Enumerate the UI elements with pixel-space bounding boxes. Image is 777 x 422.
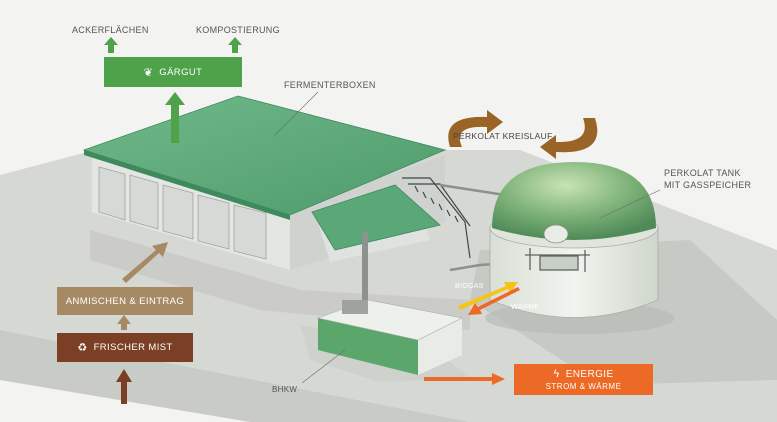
hall-roof-eave	[84, 150, 290, 220]
bhkw-front	[318, 318, 418, 375]
box-frischer-mist: ♻ FRISCHER MIST	[57, 333, 193, 362]
box-gaergut-label: GÄRGUT	[159, 66, 203, 78]
label-perkolat-tank-line1: PERKOLAT TANK	[664, 168, 741, 178]
box-energie-title: ENERGIE	[565, 368, 614, 380]
arrow-up-from-hall	[165, 92, 185, 143]
stairs	[402, 177, 471, 259]
box-anmischen-label: ANMISCHEN & EINTRAG	[65, 295, 185, 307]
arrow-mist-to-anmischen	[117, 315, 131, 330]
label-perkolat-kreislauf: PERKOLAT KREISLAUF	[453, 131, 553, 141]
arrow-bhkw-to-energie	[424, 373, 505, 385]
label-biogas: BIOGAS	[455, 283, 484, 290]
label-kompostierung: KOMPOSTIERUNG	[196, 25, 280, 35]
box-energie: ϟ ENERGIE STROM & WÄRME	[514, 364, 653, 395]
bhkw-unit	[342, 300, 368, 314]
lightning-icon: ϟ	[553, 368, 560, 380]
bhkw-exhaust	[362, 232, 368, 310]
label-fermenterboxen: FERMENTERBOXEN	[284, 80, 376, 90]
dome-hatch	[543, 224, 569, 244]
label-waerme: WÄRME	[511, 304, 540, 311]
arrow-up-to-mist	[116, 369, 132, 404]
arrow-anmischen-to-hall	[122, 242, 168, 283]
sprout-icon: ❦	[143, 66, 154, 79]
arrow-kompostierung	[228, 37, 242, 53]
box-gaergut: ❦ GÄRGUT	[104, 57, 242, 87]
kreislauf-arrow-bottom	[540, 118, 598, 159]
label-perkolat-tank-line2: MIT GASSPEICHER	[664, 180, 752, 190]
arrow-waerme	[468, 287, 520, 315]
leader-lines	[274, 91, 661, 384]
fermenter-doors	[98, 166, 267, 260]
box-energie-subtitle: STROM & WÄRME	[545, 382, 622, 391]
tank-body	[489, 227, 659, 318]
kreislauf-arrow-top	[448, 110, 503, 147]
recycle-icon: ♻	[77, 342, 88, 354]
gas-dome	[492, 162, 656, 240]
tank-equipment	[525, 248, 590, 272]
arrow-ackerflaechen	[104, 37, 118, 53]
flow-arrows	[104, 37, 598, 404]
box-anmischen-eintrag: ANMISCHEN & EINTRAG	[57, 287, 193, 315]
box-frischer-mist-label: FRISCHER MIST	[93, 342, 173, 353]
label-ackerflaechen: ACKERFLÄCHEN	[72, 25, 149, 35]
bhkw-side	[418, 318, 462, 375]
label-bhkw: BHKW	[272, 385, 298, 394]
arrow-biogas	[458, 282, 518, 310]
annex-roof	[311, 184, 441, 251]
